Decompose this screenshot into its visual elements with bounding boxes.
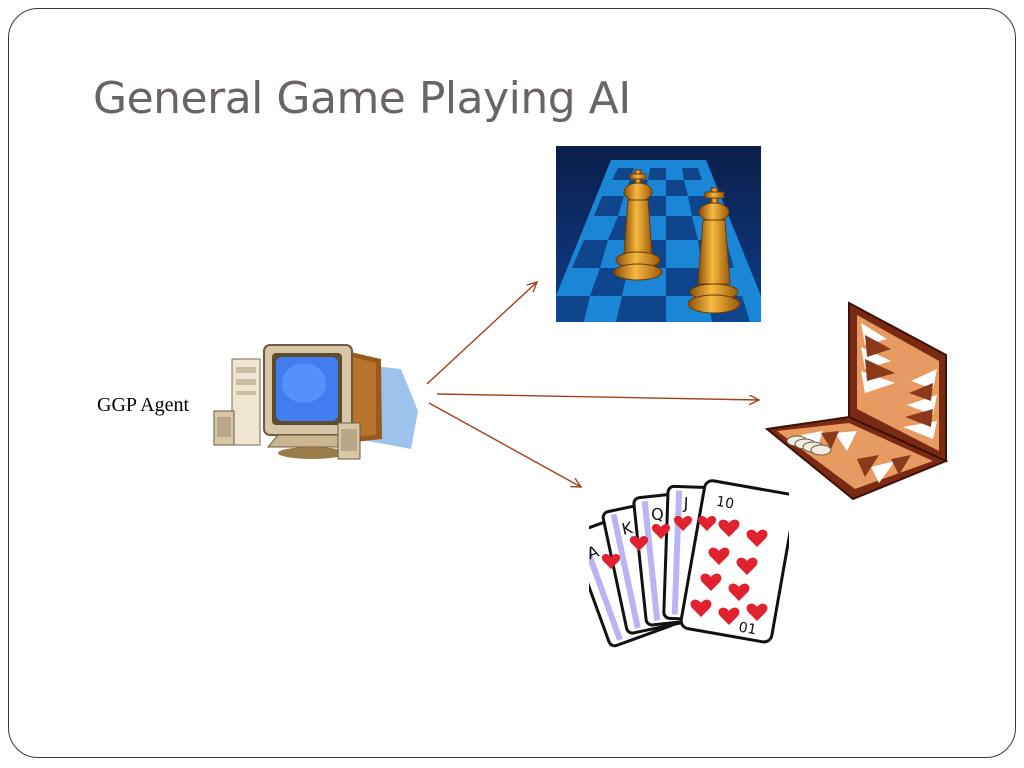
agent-label: GGP Agent [97,394,190,416]
slide: General Game Playing AI GGP Agent [8,8,1016,758]
card-rank-jack: J [682,494,688,513]
card-rank-ten-bottom: 01 [737,620,757,639]
card-rank-king: K [620,518,635,539]
computer-icon [213,344,418,460]
connector-arrows [426,9,1016,758]
arrow-to-chess [426,282,537,385]
slide-title: General Game Playing AI [93,73,631,124]
backgammon-icon [764,301,949,501]
playing-cards-icon: A K Q J 10 01 [589,479,789,648]
arrow-to-backgammon [436,393,759,400]
chess-icon [556,146,761,322]
card-rank-ten: 10 [715,494,735,513]
card-rank-queen: Q [650,504,665,524]
arrow-to-cards [428,402,581,487]
